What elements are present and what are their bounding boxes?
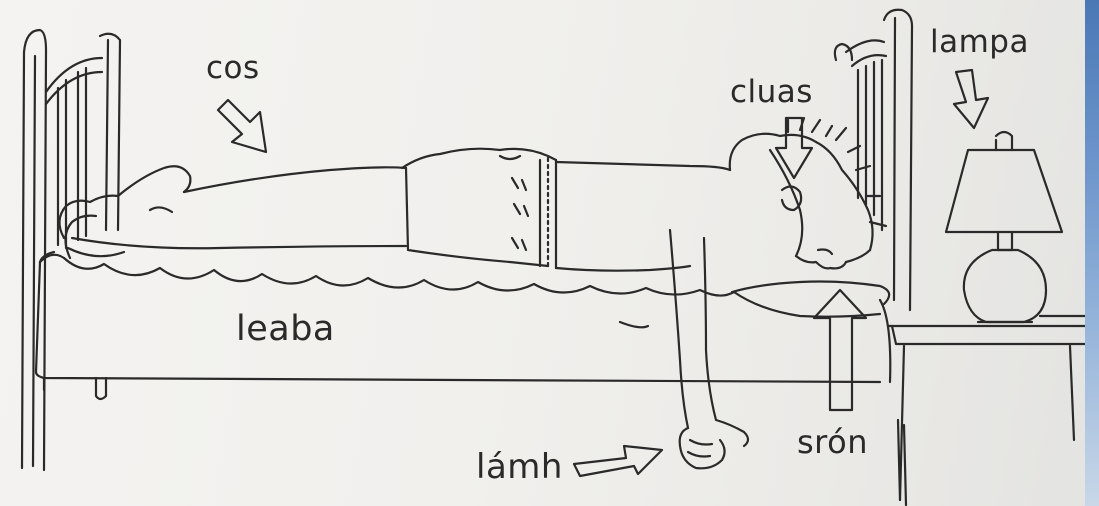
arrow-icon: [954, 70, 988, 128]
arrow-icon: [574, 446, 662, 476]
bed-icon: [36, 216, 890, 390]
nightstand-icon: [888, 326, 1094, 500]
label-lampa: lampa: [930, 24, 1029, 60]
label-lamh: lámh: [476, 447, 563, 487]
arrow-icon: [218, 100, 266, 152]
label-leaba: leaba: [236, 309, 335, 349]
lamp-icon: [946, 132, 1090, 322]
page-edge: [1085, 0, 1099, 506]
arrow-icon: [814, 290, 866, 410]
label-sron: srón: [797, 423, 868, 461]
label-cos: cos: [206, 50, 260, 86]
label-cluas: cluas: [730, 74, 813, 110]
person-icon: [59, 118, 889, 468]
